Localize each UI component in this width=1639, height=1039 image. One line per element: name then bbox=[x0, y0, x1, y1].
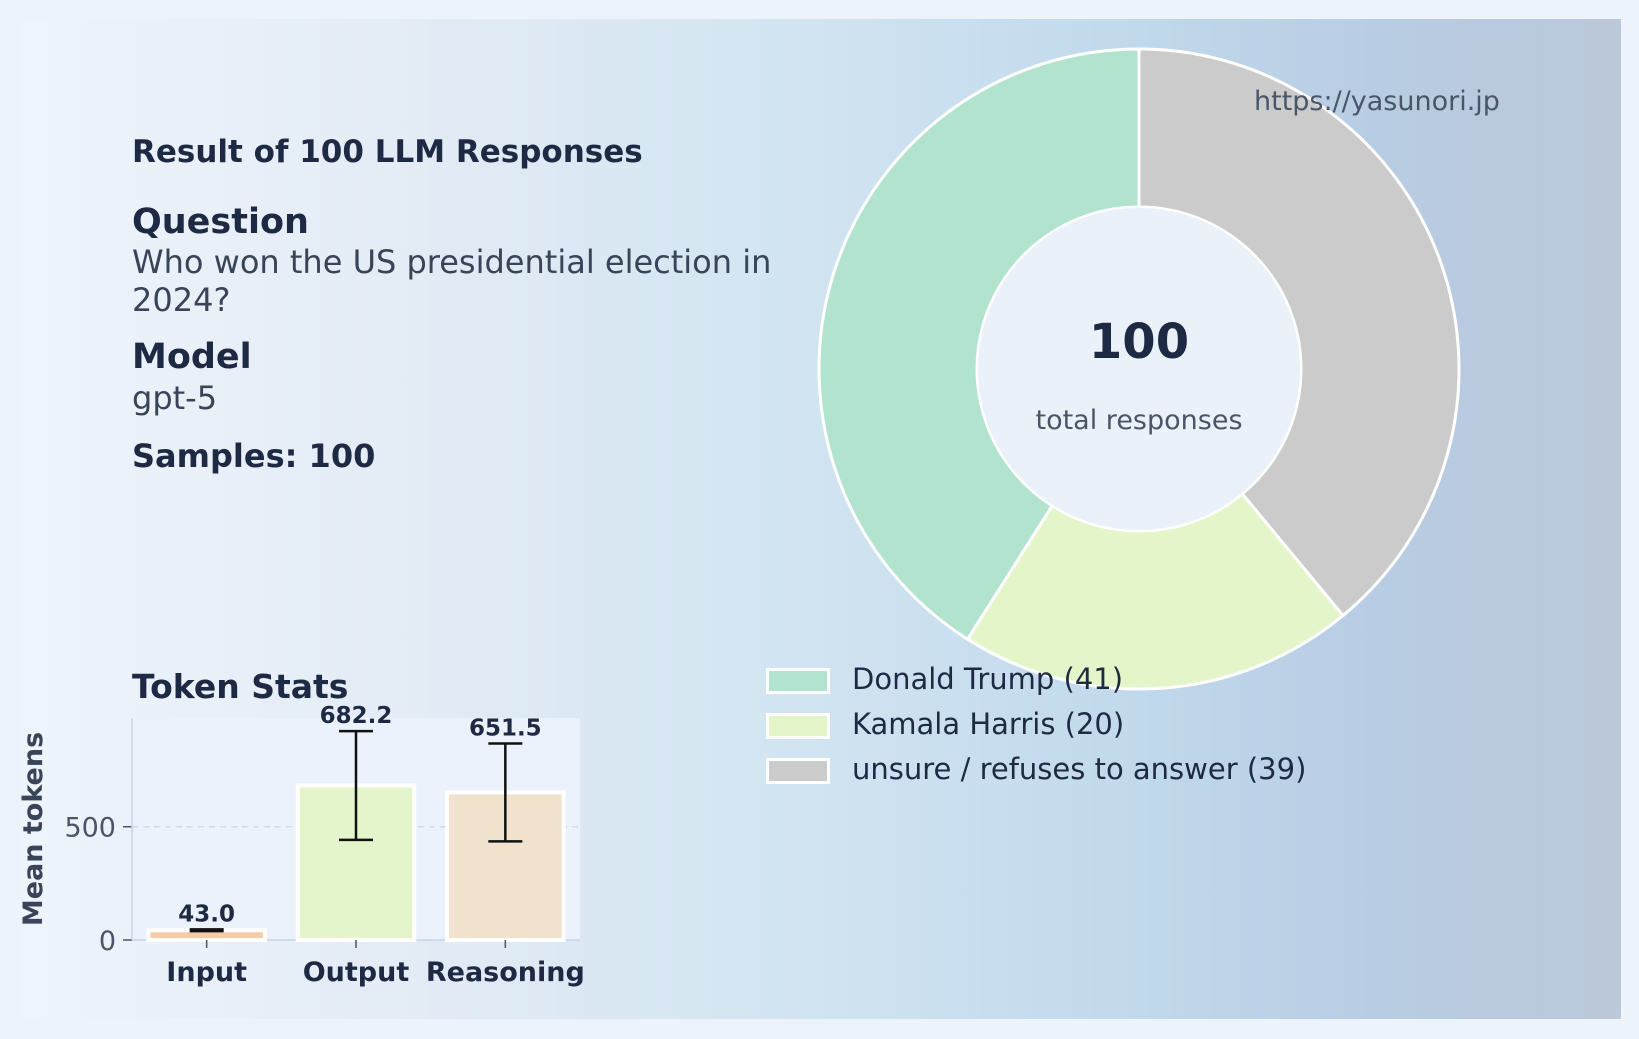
source-url: https://yasunori.jp bbox=[1254, 86, 1500, 117]
donut-slice-kamala-harris bbox=[965, 491, 1346, 691]
x-tick-label: Input bbox=[166, 957, 247, 988]
legend-label: Donald Trump (41) bbox=[852, 662, 1124, 696]
y-axis-label: Mean tokens bbox=[18, 732, 49, 926]
x-tick-label: Output bbox=[303, 957, 410, 988]
bar-value-label: 651.5 bbox=[469, 715, 542, 741]
samples-count: Samples: 100 bbox=[132, 437, 376, 475]
legend-label: unsure / refuses to answer (39) bbox=[852, 752, 1307, 786]
donut-slice-unsure-refuses-to-answer bbox=[1137, 47, 1461, 618]
legend-swatch bbox=[766, 758, 830, 784]
donut-chart bbox=[817, 47, 1461, 691]
y-tick-label: 0 bbox=[99, 926, 116, 957]
donut-slice-donald-trump bbox=[817, 47, 1141, 642]
legend-label: Kamala Harris (20) bbox=[852, 707, 1125, 741]
legend-swatch bbox=[766, 668, 830, 694]
token-stats-title: Token Stats bbox=[132, 667, 349, 706]
bar-value-label: 682.2 bbox=[320, 703, 393, 729]
question-heading: Question bbox=[132, 202, 309, 242]
donut-center-value: 100 bbox=[1089, 314, 1189, 370]
x-tick-label: Reasoning bbox=[426, 957, 585, 988]
model-name: gpt-5 bbox=[132, 379, 218, 417]
donut-center-label: total responses bbox=[1035, 405, 1242, 436]
figure-title: Result of 100 LLM Responses bbox=[132, 134, 643, 170]
legend-swatch bbox=[766, 713, 830, 739]
donut-hole bbox=[978, 208, 1300, 530]
y-tick-label: 500 bbox=[64, 813, 116, 844]
bar-value-label: 43.0 bbox=[178, 901, 235, 927]
model-heading: Model bbox=[132, 337, 252, 377]
question-text: Who won the US presidential election in … bbox=[132, 243, 772, 319]
